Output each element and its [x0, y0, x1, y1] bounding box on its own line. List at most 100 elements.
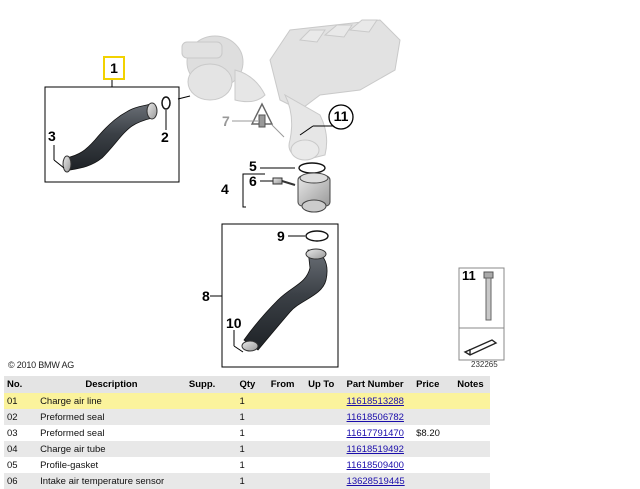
cell-from — [267, 393, 306, 409]
callout-4[interactable]: 4 — [221, 181, 229, 197]
cell-description: Preformed seal — [37, 425, 186, 441]
part-number-link[interactable]: 11618513288 — [346, 395, 404, 407]
header-description: Description — [37, 376, 186, 393]
charge-air-line-part — [65, 103, 153, 171]
cell-no: 06 — [4, 473, 38, 489]
header-notes: Notes — [454, 376, 490, 393]
cell-upto — [305, 473, 344, 489]
cell-price — [413, 457, 455, 473]
callout-10[interactable]: 10 — [226, 315, 242, 331]
callout-2[interactable]: 2 — [161, 129, 169, 145]
warning-triangle-icon — [250, 102, 274, 128]
cell-notes — [454, 409, 490, 425]
part-number-link[interactable]: 13628519445 — [346, 475, 405, 487]
cell-price — [413, 473, 455, 489]
table-header-row: No. Description Supp. Qty From Up To Par… — [4, 376, 490, 393]
preformed-seal-part — [161, 96, 171, 110]
callout-11[interactable]: 11 — [333, 108, 349, 124]
cell-no: 05 — [4, 457, 38, 473]
intake-manifold-ghost — [269, 19, 401, 161]
cell-qty: 1 — [236, 473, 268, 489]
cell-notes — [454, 441, 490, 457]
cell-part-number[interactable]: 11618509400 — [343, 457, 414, 473]
cell-description: Profile-gasket — [37, 457, 186, 473]
bolt-part — [483, 271, 494, 321]
callout-5[interactable]: 5 — [249, 158, 257, 174]
cell-supp — [185, 441, 237, 457]
cell-from — [267, 441, 306, 457]
intake-air-temperature-sensor-part — [272, 177, 296, 186]
cell-notes — [454, 457, 490, 473]
cell-supp — [185, 457, 237, 473]
cell-part-number[interactable]: 11618519492 — [343, 441, 414, 457]
callout-6[interactable]: 6 — [249, 173, 257, 189]
parts-table: No. Description Supp. Qty From Up To Par… — [4, 376, 490, 489]
cell-upto — [305, 425, 344, 441]
part-number-link[interactable]: 11618506782 — [346, 411, 404, 423]
charge-air-line-lower-part — [243, 249, 328, 351]
cell-description: Charge air tube — [37, 441, 186, 457]
callout-1[interactable]: 1 — [103, 56, 125, 80]
cell-description: Charge air line — [37, 393, 186, 409]
callout-7[interactable]: 7 — [222, 113, 230, 129]
cell-no: 02 — [4, 409, 38, 425]
cell-notes — [454, 393, 490, 409]
seal-9-part — [305, 230, 329, 242]
cell-supp — [185, 473, 237, 489]
profile-gasket-part — [298, 162, 326, 174]
cell-qty: 1 — [236, 393, 268, 409]
cell-qty: 1 — [236, 457, 268, 473]
cell-qty: 1 — [236, 409, 268, 425]
cell-part-number[interactable]: 13628519445 — [343, 473, 414, 489]
cell-no: 01 — [4, 393, 38, 409]
cell-part-number[interactable]: 11618513288 — [343, 393, 414, 409]
turbocharger-ghost — [181, 35, 266, 103]
figure-number: 232265 — [471, 360, 498, 369]
cell-price — [413, 441, 455, 457]
cell-supp — [185, 409, 237, 425]
cell-description: Preformed seal — [37, 409, 186, 425]
charge-air-tube-part — [297, 172, 331, 213]
cell-qty: 1 — [236, 441, 268, 457]
callout-box-8-frame — [221, 223, 339, 368]
cell-from — [267, 409, 306, 425]
header-qty: Qty — [236, 376, 268, 393]
cell-from — [267, 425, 306, 441]
part-number-link[interactable]: 11618519492 — [346, 443, 404, 455]
cell-upto — [305, 457, 344, 473]
cell-price — [413, 393, 455, 409]
arrow-icon — [463, 339, 498, 356]
cell-notes — [454, 425, 490, 441]
part-number-link[interactable]: 11618509400 — [346, 459, 404, 471]
callout-9[interactable]: 9 — [277, 228, 285, 244]
header-price: Price — [413, 376, 455, 393]
header-supp: Supp. — [185, 376, 237, 393]
cell-no: 03 — [4, 425, 38, 441]
cell-from — [267, 473, 306, 489]
cell-supp — [185, 393, 237, 409]
cell-description: Intake air temperature sensor — [37, 473, 186, 489]
callout-8[interactable]: 8 — [202, 288, 210, 304]
cell-part-number[interactable]: 11618506782 — [343, 409, 414, 425]
cell-upto — [305, 409, 344, 425]
cell-qty: 1 — [236, 425, 268, 441]
header-no: No. — [4, 376, 38, 393]
header-upto: Up To — [305, 376, 344, 393]
part-number-link[interactable]: 11617791470 — [346, 427, 404, 439]
cell-part-number[interactable]: 11617791470 — [343, 425, 414, 441]
cell-notes — [454, 473, 490, 489]
callout-3[interactable]: 3 — [48, 128, 56, 144]
cell-price — [413, 409, 455, 425]
header-from: From — [267, 376, 306, 393]
cell-upto — [305, 393, 344, 409]
cell-price: $8.20 — [413, 425, 455, 441]
cell-supp — [185, 425, 237, 441]
inset-callout-11[interactable]: 11 — [462, 268, 476, 283]
copyright-label: © 2010 BMW AG — [8, 360, 75, 370]
